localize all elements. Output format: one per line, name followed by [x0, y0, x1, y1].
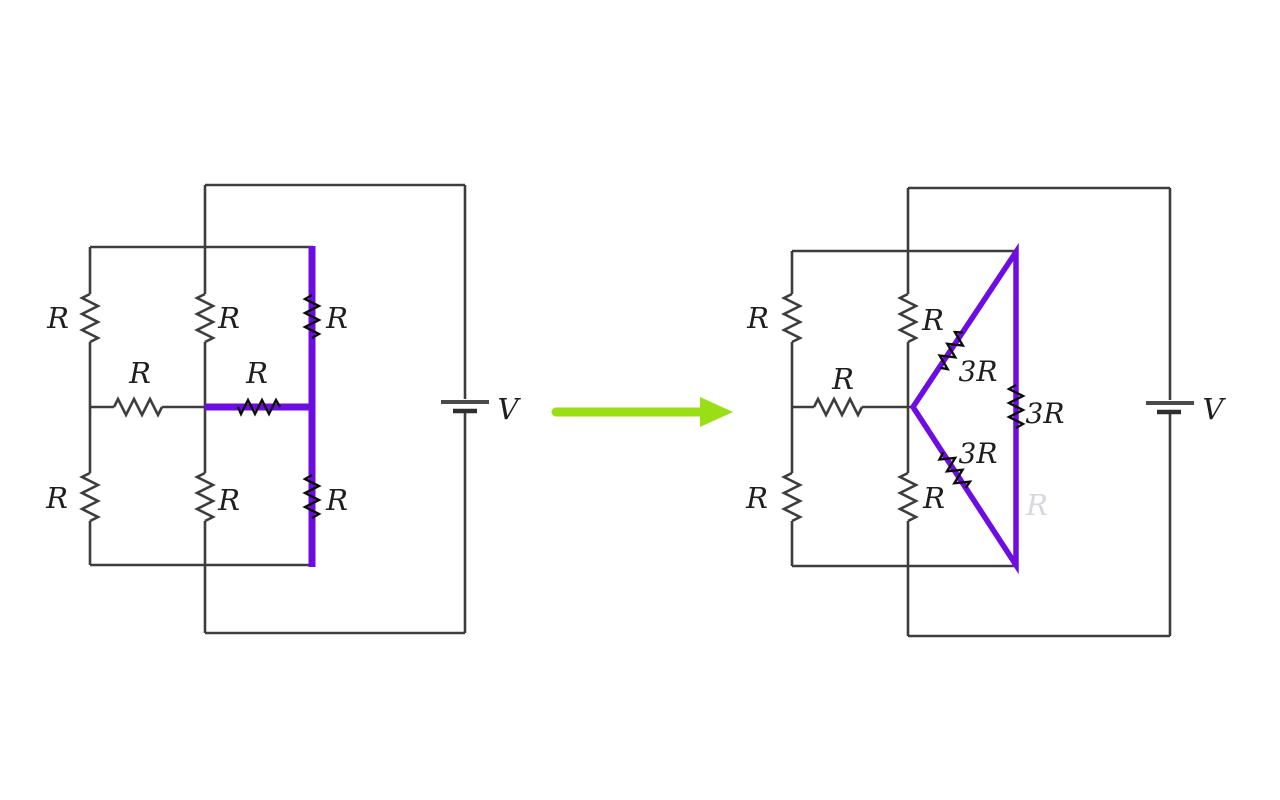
resistor-label: R [217, 483, 240, 517]
resistor-label: R [746, 301, 769, 335]
delta-triangle [909, 242, 1019, 575]
resistor-zigzag [79, 292, 101, 344]
resistor-zigzag-overlay [302, 473, 322, 520]
resistor-label: R [45, 481, 68, 515]
resistor-zigzag [897, 292, 919, 344]
resistor-zigzag [781, 292, 803, 344]
left-circuit-labels: R R R R R R R R V [45, 301, 521, 517]
resistor-label: R [922, 481, 945, 515]
resistor-label: R [217, 301, 240, 335]
left-highlighted-wye [205, 246, 322, 567]
resistor-zigzag [194, 292, 216, 344]
right-mid-rung [792, 396, 911, 418]
resistor-zigzag [194, 471, 216, 523]
resistor-zigzag-overlay [236, 397, 282, 417]
resistor-zigzag [897, 471, 919, 523]
battery-label: V [498, 392, 522, 426]
delta-resistor-label: 3R [959, 355, 998, 388]
resistor-zigzag [781, 471, 803, 523]
resistor-label: R [128, 356, 151, 390]
left-mid-rung [90, 396, 205, 418]
resistor-label: R [921, 303, 944, 337]
resistor-zigzag [79, 471, 101, 523]
resistor-zigzag-overlay [937, 451, 973, 489]
resistor-label: R [245, 356, 268, 390]
resistor-zigzag [812, 396, 864, 418]
right-circuit-labels: R R R R R 3R 3R 3R R V [745, 301, 1226, 522]
resistor-zigzag-overlay [1006, 383, 1026, 430]
right-circuit: R R R R R 3R 3R 3R R V [745, 186, 1227, 638]
resistor-label: R [325, 483, 348, 517]
battery-label: V [1203, 392, 1227, 426]
right-battery [1146, 401, 1194, 415]
right-highlighted-delta [909, 242, 1026, 575]
resistor-label: R [325, 301, 348, 335]
resistor-zigzag [112, 396, 164, 418]
resistor-label: R [745, 481, 768, 515]
transformation-arrow [551, 397, 733, 427]
resistor-label: R [46, 301, 69, 335]
delta-resistor-label: 3R [959, 437, 998, 470]
arrow-head-icon [700, 397, 733, 427]
left-outer-loop-wire [205, 183, 467, 635]
resistor-label: R [831, 362, 854, 396]
delta-resistor-label: 3R [1026, 397, 1065, 430]
left-circuit: R R R R R R R R V [45, 183, 522, 635]
ghost-watermark-label: R [1025, 488, 1048, 522]
left-battery [441, 400, 489, 414]
resistor-zigzag-overlay [302, 293, 322, 340]
resistor-zigzag-overlay [937, 330, 966, 371]
right-outer-loop-wire [908, 186, 1172, 638]
